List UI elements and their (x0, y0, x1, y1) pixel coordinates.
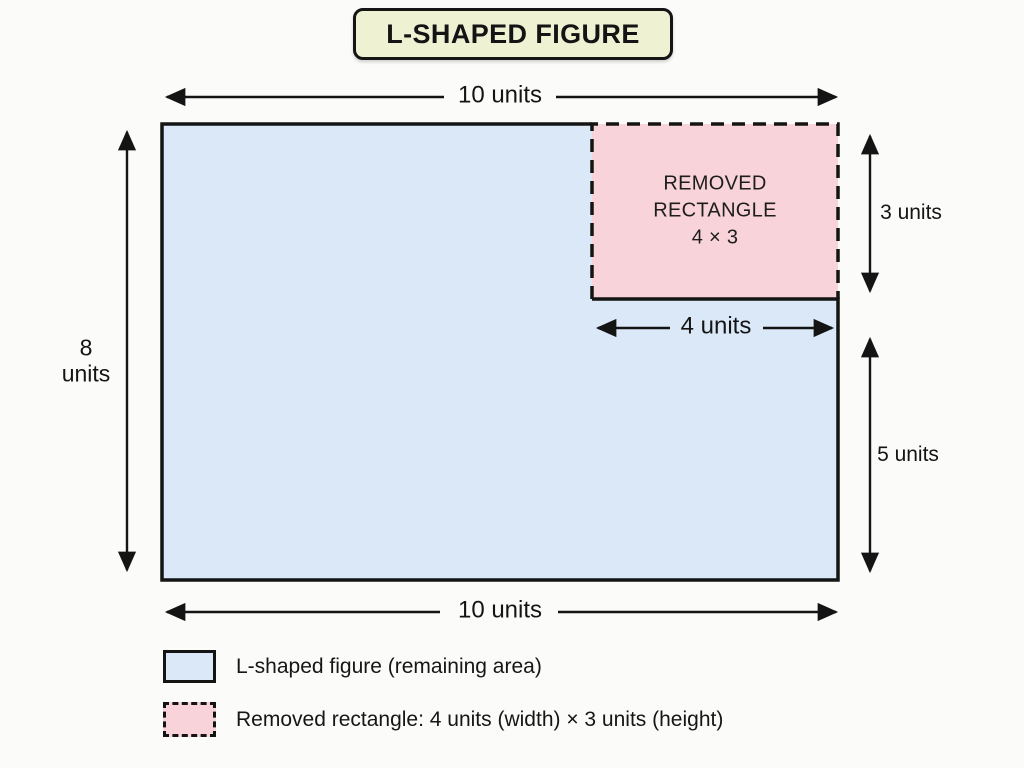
legend-swatch-lshape (163, 650, 216, 683)
removed-rectangle-label: REMOVED RECTANGLE 4 × 3 (653, 172, 777, 249)
page-title: L-SHAPED FIGURE (386, 18, 640, 49)
legend-label-removed: Removed rectangle: 4 units (width) × 3 u… (236, 707, 724, 731)
dim-label-left: 8 units (61, 334, 111, 386)
l-shape-region (162, 124, 838, 580)
dim-label-bottom: 10 units (457, 596, 543, 624)
legend-swatch-removed (163, 702, 216, 737)
dim-label-top: 10 units (457, 81, 543, 109)
dim-label-right-bottom: 5 units (877, 443, 939, 467)
removed-rectangle-region (592, 124, 838, 299)
removed-rectangle-outline (590, 122, 840, 299)
title-box: L-SHAPED FIGURE (353, 8, 673, 60)
dim-label-inner-width: 4 units (680, 312, 752, 340)
dim-label-right-top: 3 units (880, 201, 942, 225)
l-shape-outline (160, 122, 840, 582)
legend-row-removed: Removed rectangle: 4 units (width) × 3 u… (163, 702, 723, 737)
legend-row-lshape: L-shaped figure (remaining area) (163, 650, 542, 683)
legend-label-lshape: L-shaped figure (remaining area) (236, 654, 542, 678)
